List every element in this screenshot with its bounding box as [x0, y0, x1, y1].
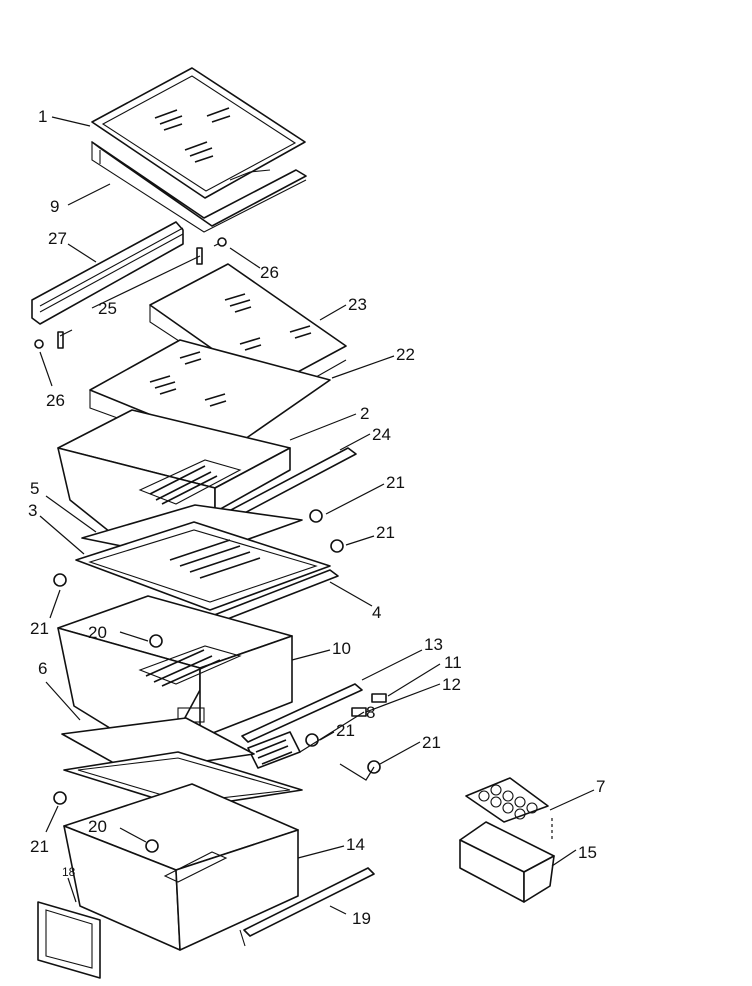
part-19-pan-handle	[239, 867, 375, 947]
callout-9: 9	[50, 197, 59, 216]
callout-20-b: 20	[88, 817, 107, 836]
fastener-21-f	[53, 791, 67, 805]
part-15-egg-bin	[459, 821, 555, 903]
callout-21-f: 21	[30, 837, 49, 856]
callout-14: 14	[346, 835, 365, 854]
fastener-21-b	[330, 539, 344, 553]
fastener-21-c	[53, 573, 67, 587]
callout-4: 4	[372, 603, 381, 622]
callout-2: 2	[360, 404, 369, 423]
callout-3: 3	[28, 501, 37, 520]
callout-26-lower: 26	[46, 391, 65, 410]
callout-5: 5	[30, 479, 39, 498]
part-27-shelf-rail	[31, 221, 184, 325]
callout-27: 27	[48, 229, 67, 248]
callout-7: 7	[596, 777, 605, 796]
part-14-crisper-pan	[63, 783, 299, 951]
part-18-label-card	[37, 901, 101, 979]
part-9-shelf-frame	[91, 141, 307, 233]
fastener-20-b	[145, 839, 159, 853]
callout-21-b: 21	[376, 523, 395, 542]
callout-21-c: 21	[30, 619, 49, 638]
part-11-clip	[371, 693, 387, 703]
callout-26-upper: 26	[260, 263, 279, 282]
callout-19: 19	[352, 909, 371, 928]
callout-24: 24	[372, 425, 391, 444]
callout-10: 10	[332, 639, 351, 658]
callout-13: 13	[424, 635, 443, 654]
callout-8: 8	[366, 703, 375, 722]
part-3-cover-frame	[75, 521, 331, 611]
callout-12: 12	[442, 675, 461, 694]
callout-1: 1	[38, 107, 47, 126]
callout-21-d: 21	[336, 721, 355, 740]
part-13-drawer-rail	[241, 683, 363, 743]
part-6-glass-panel	[61, 717, 255, 773]
callout-25: 25	[98, 299, 117, 318]
callout-11: 11	[444, 653, 462, 672]
callout-15: 15	[578, 843, 597, 862]
leader-lines	[39, 116, 595, 915]
callout-23: 23	[348, 295, 367, 314]
callout-6: 6	[38, 659, 47, 678]
fastener-21-a	[309, 509, 323, 523]
callout-18: 18	[62, 865, 76, 879]
fastener-20-a	[149, 634, 163, 648]
screw-25-lower	[57, 331, 64, 349]
part-7-egg-tray	[465, 777, 549, 823]
callout-21-e: 21	[422, 733, 441, 752]
screw-26-lower	[34, 339, 44, 349]
callout-21-a: 21	[386, 473, 405, 492]
callout-20-a: 20	[88, 623, 107, 642]
callout-22: 22	[396, 345, 415, 364]
screw-26-upper	[213, 237, 227, 247]
lower-cover-frame	[63, 751, 303, 809]
part-1-glass-shelf	[91, 67, 306, 199]
